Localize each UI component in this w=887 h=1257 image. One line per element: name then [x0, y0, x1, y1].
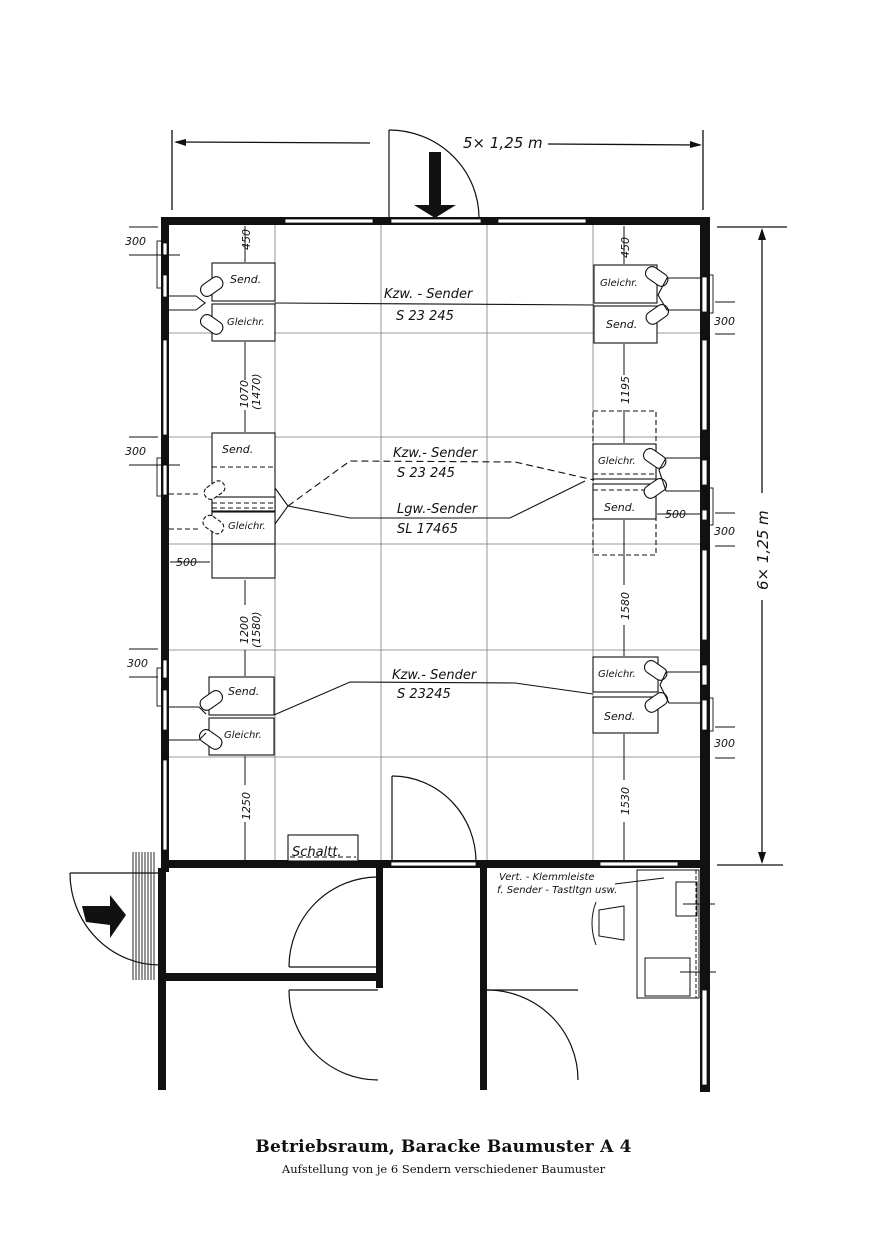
left-unit-2-top: Send. — [222, 443, 253, 456]
left-gap-2: 1200 — [238, 616, 251, 644]
right-unit-1 — [593, 264, 700, 344]
right-window-offset-1: 300 — [714, 315, 735, 328]
left-gap-1: 1070 — [238, 380, 251, 408]
right-wall-sills — [707, 274, 714, 732]
left-gap-2-alt: (1580) — [250, 611, 263, 648]
left-side-clearance: 500 — [176, 556, 197, 569]
left-unit-3-bottom: Gleichr. — [224, 730, 262, 741]
row-2-model: S 23 245 — [397, 466, 455, 481]
right-unit-3-top: Gleichr. — [598, 669, 636, 680]
feeder-lines — [273, 302, 595, 716]
annex-door-lower[interactable] — [288, 989, 379, 1081]
annex-door-right[interactable] — [486, 989, 579, 1081]
left-top-clearance: 450 — [240, 229, 253, 250]
left-wall-windows — [162, 242, 168, 851]
left-window-offset-2: 300 — [125, 445, 146, 458]
right-unit-2 — [592, 410, 700, 556]
switchboard — [287, 834, 359, 862]
terminal-strip — [614, 869, 716, 999]
left-unit-3 — [169, 676, 275, 756]
left-window-offset-3: 300 — [127, 657, 148, 670]
right-gap-2: 1580 — [619, 592, 632, 620]
height-dimension — [717, 226, 787, 866]
height-total-label: 6× 1,25 m — [754, 510, 772, 590]
top-entry-door[interactable] — [388, 129, 480, 219]
right-gap-1: 1195 — [619, 376, 632, 404]
width-dimension — [171, 130, 704, 210]
annex-door-upper[interactable] — [288, 876, 379, 968]
right-unit-1-top: Gleichr. — [600, 278, 638, 289]
left-gap-bottom: 1250 — [240, 792, 253, 820]
right-wall-windows — [701, 276, 708, 1086]
left-window-offset-1: 300 — [125, 235, 146, 248]
left-unit-1-bottom: Gleichr. — [227, 317, 265, 328]
row-1-type: Kzw. - Sender — [384, 287, 474, 302]
terminal-strip-label-1: Vert. - Klemmleiste — [499, 872, 595, 883]
left-unit-1 — [169, 262, 276, 342]
switchboard-label: Schaltt. — [292, 845, 342, 860]
row-2-type: Kzw.- Sender — [393, 446, 479, 461]
row-1-model: S 23 245 — [396, 309, 454, 324]
arrow-right-icon — [82, 895, 126, 938]
row-4-type: Kzw.- Sender — [392, 668, 478, 683]
right-gap-bottom: 1530 — [619, 787, 632, 815]
arrow-down-icon — [414, 152, 456, 218]
dimension-arrows — [129, 226, 735, 860]
right-unit-3-bottom: Send. — [604, 710, 635, 723]
entry-steps — [132, 852, 155, 980]
left-unit-1-top: Send. — [230, 273, 261, 286]
left-unit-2-bottom: Gleichr. — [228, 521, 266, 532]
left-gap-1-alt: (1470) — [250, 373, 263, 410]
right-window-offset-2: 300 — [714, 525, 735, 538]
row-3-model: SL 17465 — [397, 522, 458, 537]
right-unit-2-top: Gleichr. — [598, 456, 636, 467]
top-wall-openings — [284, 218, 587, 224]
interior-door-main[interactable] — [391, 775, 477, 863]
right-unit-3 — [592, 656, 700, 734]
row-3-type: Lgw.-Sender — [397, 502, 479, 517]
right-unit-2-bottom: Send. — [604, 501, 635, 514]
right-side-clearance: 500 — [665, 508, 686, 521]
terminal-strip-label-2: f. Sender - Tastltgn usw. — [497, 885, 617, 896]
drawing-title: Betriebsraum, Baracke Baumuster A 4 — [255, 1137, 632, 1157]
walls — [158, 217, 710, 1092]
bottom-wall-openings — [390, 861, 679, 867]
right-unit-1-bottom: Send. — [606, 318, 637, 331]
drawing-subtitle: Aufstellung von je 6 Sendern verschieden… — [281, 1162, 606, 1176]
left-unit-3-top: Send. — [228, 685, 259, 698]
right-top-clearance: 450 — [619, 237, 632, 258]
operator-chair — [591, 901, 625, 946]
row-4-model: S 23245 — [397, 687, 451, 702]
left-unit-2 — [169, 432, 289, 579]
right-window-offset-3: 300 — [714, 737, 735, 750]
left-wall-sills — [156, 240, 163, 707]
width-total-label: 5× 1,25 m — [463, 134, 543, 152]
